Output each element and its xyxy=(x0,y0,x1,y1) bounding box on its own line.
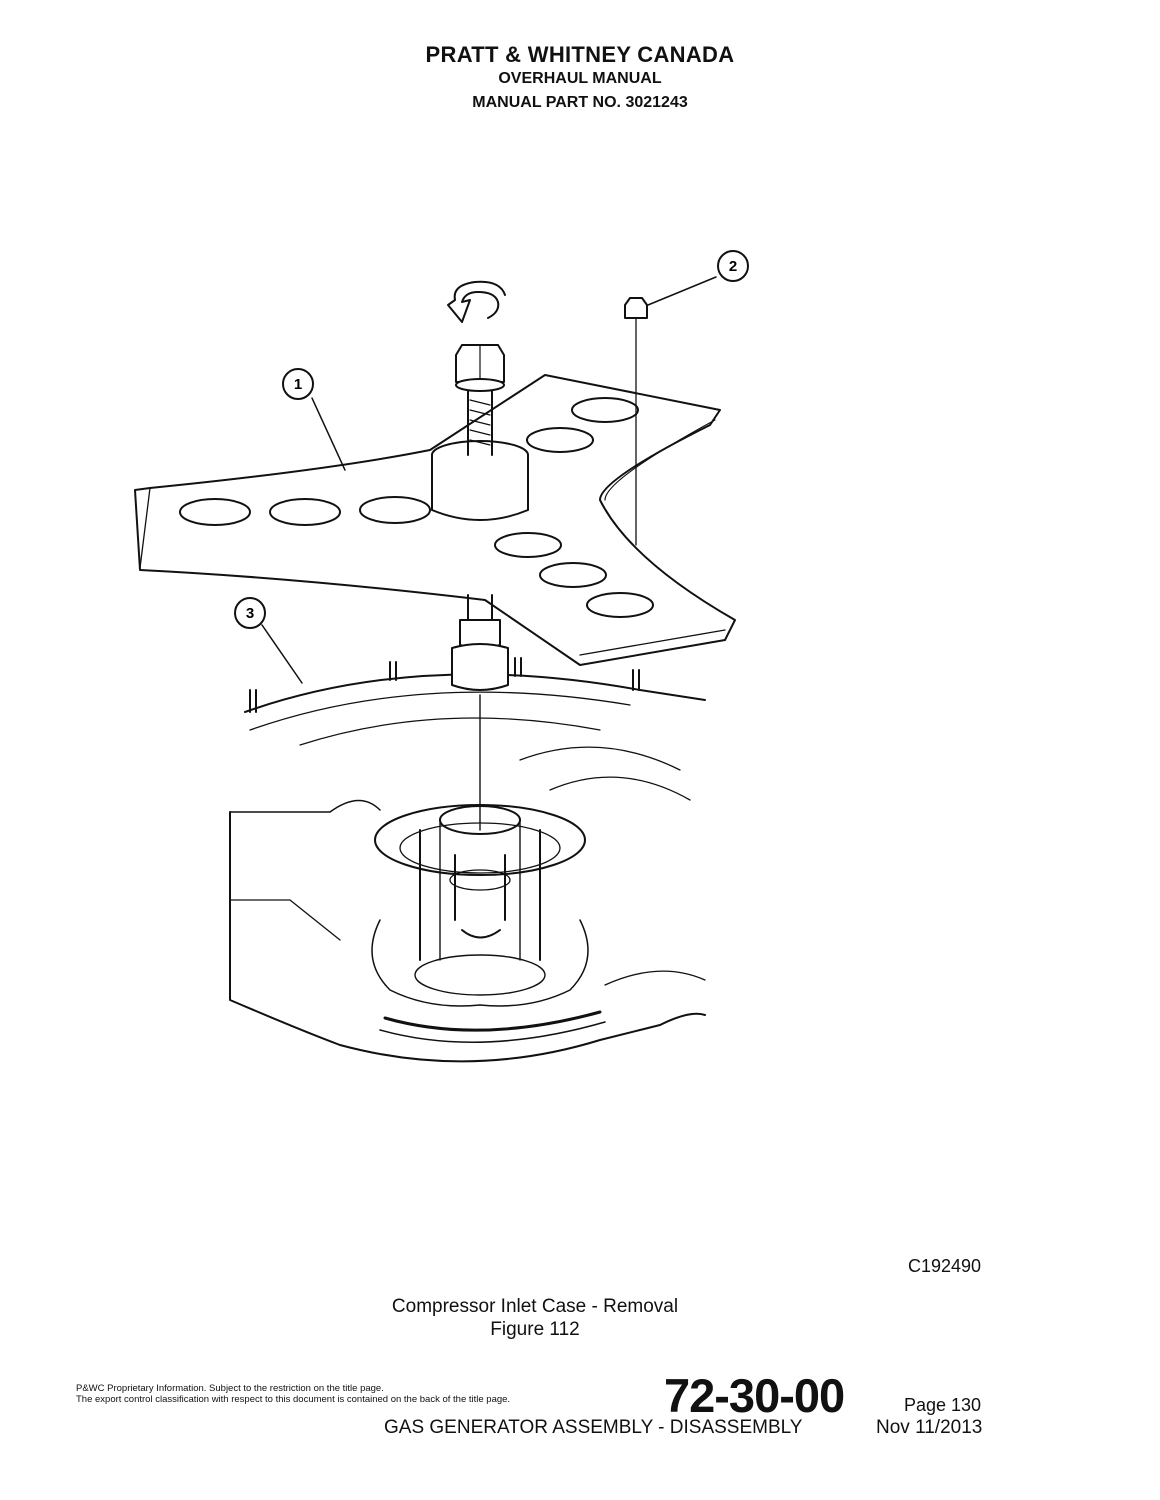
callout-2-label: 2 xyxy=(729,258,737,275)
callout-3-label: 3 xyxy=(246,605,254,622)
chapter-code: 72-30-00 xyxy=(664,1369,845,1422)
puller-plate xyxy=(134,374,736,666)
technical-illustration: 1 2 3 xyxy=(134,250,749,1063)
proprietary-notice-line-1: P&WC Proprietary Information. Subject to… xyxy=(76,1383,384,1394)
figure-caption-number: Figure 112 xyxy=(490,1319,580,1340)
callout-3: 3 xyxy=(234,597,266,629)
manual-title: OVERHAUL MANUAL xyxy=(498,70,662,87)
proprietary-notice: P&WC Proprietary Information. Subject to… xyxy=(76,1383,510,1405)
company-name: PRATT & WHITNEY CANADA xyxy=(425,42,735,67)
puller-screw xyxy=(431,344,529,831)
callout-leader-2 xyxy=(647,276,717,306)
manual-part-number: MANUAL PART NO. 3021243 xyxy=(472,94,688,111)
rotation-arrow-icon xyxy=(447,280,506,323)
callout-2: 2 xyxy=(717,250,749,282)
proprietary-notice-line-2: The export control classification with r… xyxy=(76,1394,511,1405)
callout-leader-3 xyxy=(261,624,303,684)
callout-1: 1 xyxy=(282,368,314,400)
inlet-case xyxy=(229,657,706,1063)
callout-1-label: 1 xyxy=(294,376,302,393)
section-title: GAS GENERATOR ASSEMBLY - DISASSEMBLY xyxy=(384,1417,803,1438)
page-number: Page 130 xyxy=(904,1395,982,1415)
figure-id: C192490 xyxy=(908,1256,982,1276)
nut-part xyxy=(624,297,648,546)
callout-leader-1 xyxy=(311,397,346,471)
page-date: Nov 11/2013 xyxy=(876,1417,983,1438)
figure-caption-title: Compressor Inlet Case - Removal xyxy=(391,1296,679,1317)
